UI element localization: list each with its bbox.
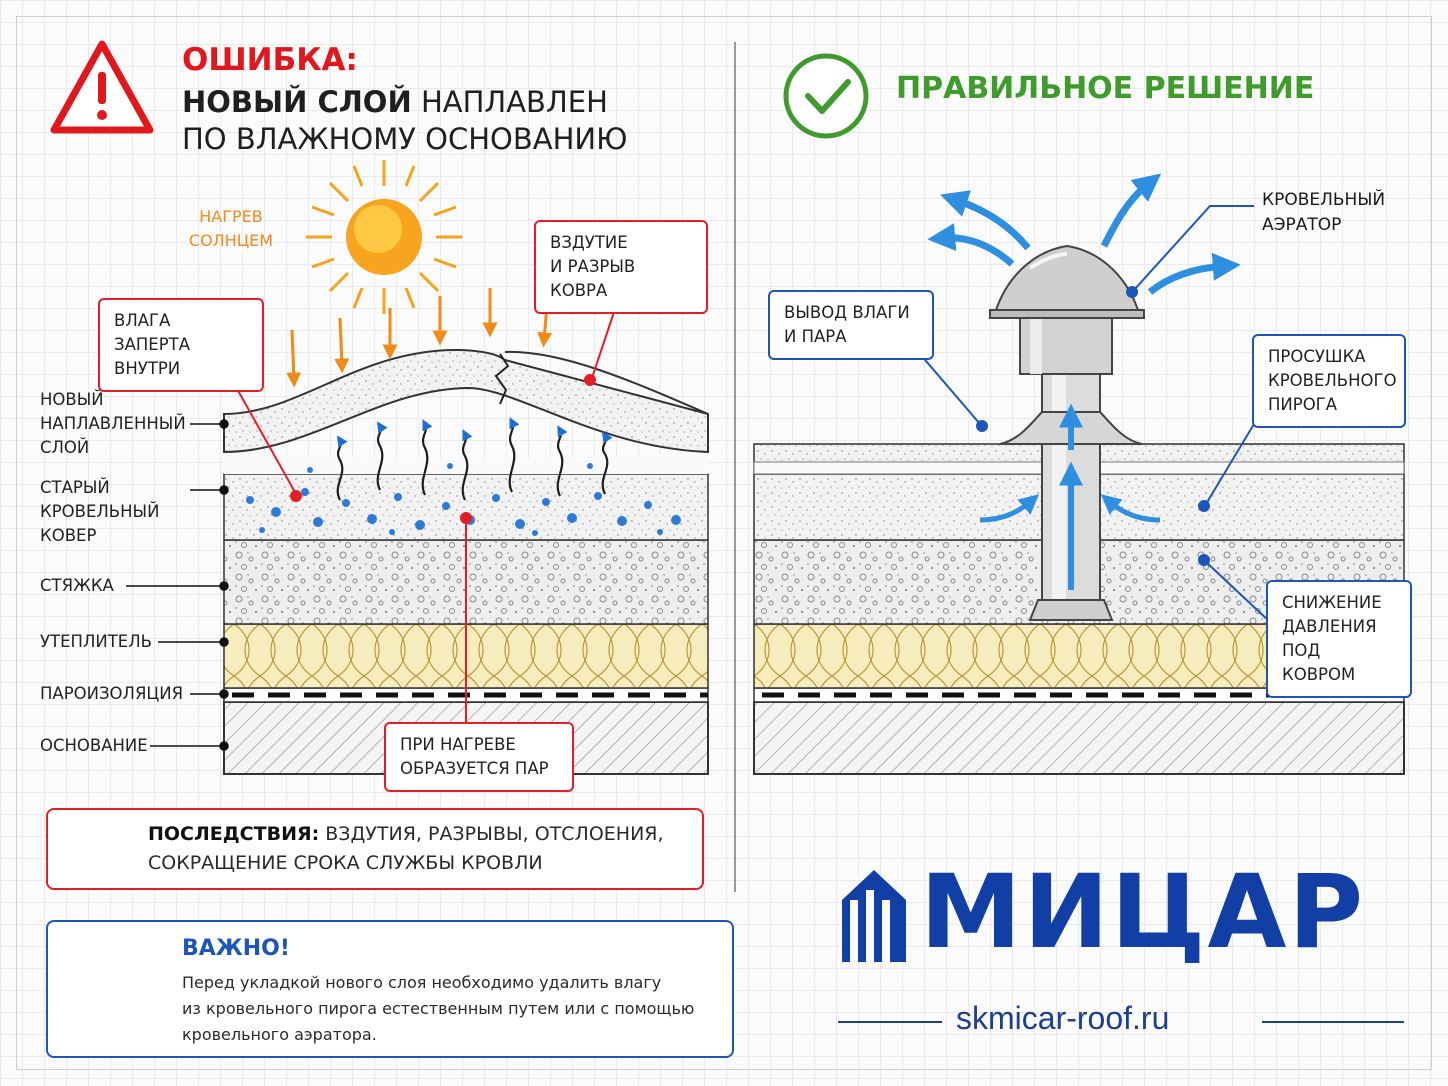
- error-subtitle-bold: НОВЫЙ СЛОЙ: [182, 85, 412, 119]
- label-base: ОСНОВАНИЕ: [40, 736, 148, 755]
- label-new-layer-1: НОВЫЙ: [40, 390, 104, 409]
- callout-pressure-line1: СНИЖЕНИЕ: [1282, 593, 1382, 612]
- callout-moisture-outlet: ВЫВОД ВЛАГИ И ПАРА: [768, 290, 934, 360]
- important-box: [46, 920, 734, 1058]
- error-subtitle-rest: НАПЛАВЛЕН: [411, 85, 608, 119]
- callout-steam-line2: ОБРАЗУЕТСЯ ПАР: [400, 759, 549, 778]
- consequences-line2: СОКРАЩЕНИЕ СРОКА СЛУЖБЫ КРОВЛИ: [148, 852, 543, 874]
- callout-drying: ПРОСУШКА КРОВЕЛЬНОГО ПИРОГА: [1252, 334, 1406, 428]
- label-new-layer-3: СЛОЙ: [40, 438, 90, 457]
- consequences-text: ПОСЛЕДСТВИЯ: ВЗДУТИЯ, РАЗРЫВЫ, ОТСЛОЕНИЯ…: [148, 820, 693, 878]
- website-link[interactable]: skmicar-roof.ru: [956, 1000, 1170, 1036]
- consequences-label: ПОСЛЕДСТВИЯ:: [148, 823, 320, 845]
- label-insulation: УТЕПЛИТЕЛЬ: [40, 632, 152, 651]
- important-text-line1: Перед укладкой нового слоя необходимо уд…: [182, 973, 662, 992]
- callout-pressure-line3: ПОД КОВРОМ: [1282, 641, 1356, 684]
- sun-label: НАГРЕВ СОЛНЦЕМ: [180, 205, 282, 253]
- callout-aerator-line2: АЭРАТОР: [1262, 215, 1342, 235]
- label-old-carpet-3: КОВЕР: [40, 526, 97, 545]
- callout-bulge-line1: ВЗДУТИЕ: [550, 233, 628, 252]
- callout-steam-line1: ПРИ НАГРЕВЕ: [400, 735, 516, 754]
- consequences-line1: ВЗДУТИЯ, РАЗРЫВЫ, ОТСЛОЕНИЯ,: [319, 823, 664, 845]
- callout-moisture-trapped: ВЛАГА ЗАПЕРТА ВНУТРИ: [98, 298, 264, 392]
- error-subtitle-line2: ПО ВЛАЖНОМУ ОСНОВАНИЮ: [182, 122, 628, 156]
- callout-drying-line1: ПРОСУШКА: [1268, 347, 1366, 366]
- page-frame: [16, 16, 1432, 1070]
- callout-moisture-line2: ВНУТРИ: [114, 359, 181, 378]
- callout-aerator: КРОВЕЛЬНЫЙ АЭРАТОР: [1262, 188, 1385, 238]
- callout-outlet-line2: И ПАРА: [784, 327, 847, 346]
- website-rule-left: [838, 1021, 942, 1023]
- callout-bulge-line2: И РАЗРЫВ КОВРА: [550, 257, 636, 300]
- consequences-box: [46, 808, 704, 890]
- important-text: Перед укладкой нового слоя необходимо уд…: [182, 970, 717, 1048]
- label-new-layer: НОВЫЙ НАПЛАВЛЕННЫЙ СЛОЙ: [40, 388, 186, 460]
- error-subtitle: НОВЫЙ СЛОЙ НАПЛАВЛЕН ПО ВЛАЖНОМУ ОСНОВАН…: [182, 84, 702, 158]
- important-title: ВАЖНО!: [182, 936, 290, 961]
- label-screed: СТЯЖКА: [40, 576, 114, 595]
- left-roof-section: [126, 281, 709, 775]
- callout-drying-line2: КРОВЕЛЬНОГО: [1268, 371, 1397, 390]
- brand-logo-text: МИЦАР: [920, 853, 1366, 972]
- warning-triangle-icon: [50, 40, 154, 134]
- important-text-line2: из кровельного пирога естественным путем…: [182, 999, 695, 1018]
- label-vapor-barrier: ПАРОИЗОЛЯЦИЯ: [40, 684, 184, 703]
- center-divider: [734, 42, 736, 892]
- label-old-carpet-1: СТАРЫЙ: [40, 478, 110, 497]
- callout-outlet-line1: ВЫВОД ВЛАГИ: [784, 303, 910, 322]
- label-old-carpet-2: КРОВЕЛЬНЫЙ: [40, 502, 160, 521]
- callout-moisture-line1: ВЛАГА ЗАПЕРТА: [114, 311, 191, 354]
- label-old-carpet: СТАРЫЙ КРОВЕЛЬНЫЙ КОВЕР: [40, 476, 159, 548]
- solution-title: ПРАВИЛЬНОЕ РЕШЕНИЕ: [896, 71, 1315, 106]
- label-new-layer-2: НАПЛАВЛЕННЫЙ: [40, 414, 186, 433]
- sun-label-line2: СОЛНЦЕМ: [188, 231, 274, 250]
- website-rule-right: [1262, 1021, 1404, 1023]
- callout-bulge-rupture: ВЗДУТИЕ И РАЗРЫВ КОВРА: [534, 220, 708, 314]
- callout-aerator-line1: КРОВЕЛЬНЫЙ: [1262, 190, 1386, 210]
- error-title: ОШИБКА:: [182, 42, 358, 78]
- heat-arrows: [286, 288, 553, 388]
- check-circle-icon: [783, 53, 869, 139]
- callout-drying-line3: ПИРОГА: [1268, 395, 1338, 414]
- important-text-line3: кровельного аэратора.: [182, 1025, 377, 1044]
- logo-mark-icon: [842, 870, 906, 962]
- sun-label-line1: НАГРЕВ: [199, 207, 263, 226]
- callout-pressure-relief: СНИЖЕНИЕ ДАВЛЕНИЯ ПОД КОВРОМ: [1266, 580, 1412, 698]
- callout-steam-forms: ПРИ НАГРЕВЕ ОБРАЗУЕТСЯ ПАР: [384, 722, 574, 792]
- sun-icon: [306, 160, 462, 314]
- callout-pressure-line2: ДАВЛЕНИЯ: [1282, 617, 1377, 636]
